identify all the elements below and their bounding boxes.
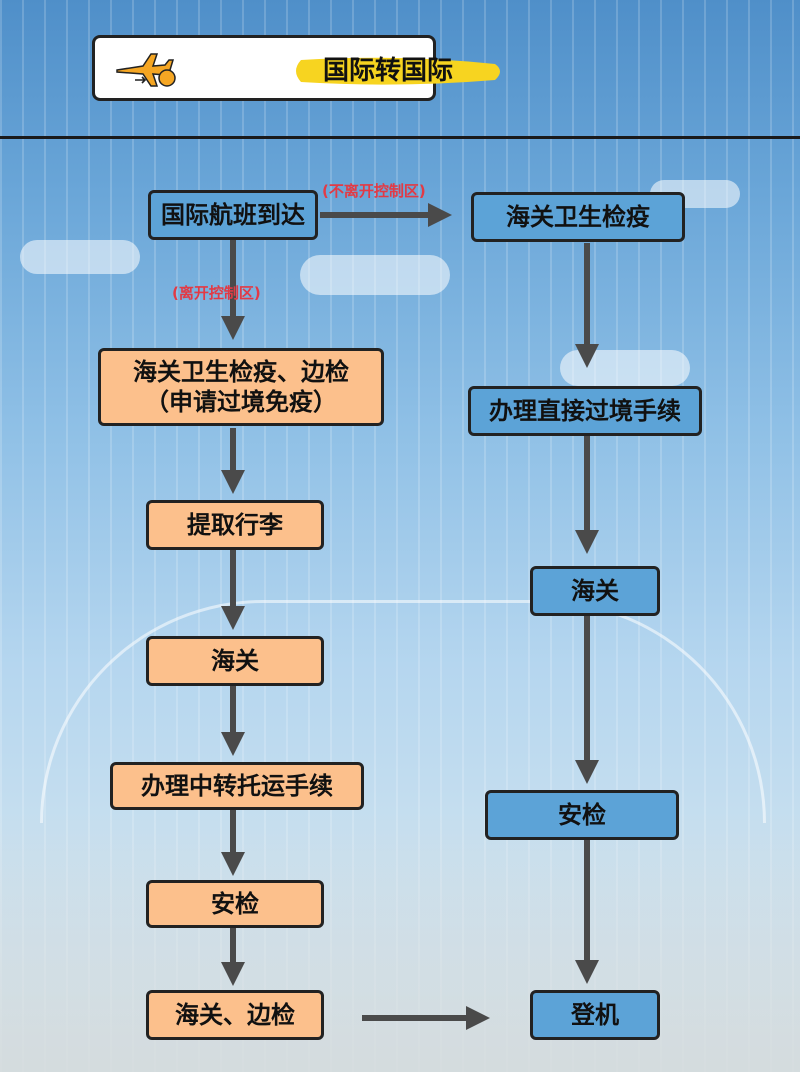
header-box: 国际转国际 (92, 35, 500, 101)
divider-line (0, 136, 800, 139)
node-right-direct-transit: 办理直接过境手续 (468, 386, 702, 436)
node-right-security: 安检 (485, 790, 679, 840)
page-title: 国际转国际 (323, 56, 454, 86)
node-left-quarantine: 海关卫生检疫、边检 （申请过境免疫） (98, 348, 384, 426)
node-right-boarding: 登机 (530, 990, 660, 1040)
node-left-security: 安检 (146, 880, 324, 928)
node-left-customs-border: 海关、边检 (146, 990, 324, 1040)
node-right-quarantine: 海关卫生检疫 (471, 192, 685, 242)
node-left-baggage: 提取行李 (146, 500, 324, 550)
label-leave: (离开控制区) (172, 284, 261, 302)
node-left-transfer: 办理中转托运手续 (110, 762, 364, 810)
plane-transfer-icon (116, 53, 176, 87)
node-left-customs: 海关 (146, 636, 324, 686)
node-right-customs: 海关 (530, 566, 660, 616)
title-highlight (296, 57, 500, 85)
label-not-leave: (不离开控制区) (322, 182, 426, 200)
node-arrival: 国际航班到达 (148, 190, 318, 240)
